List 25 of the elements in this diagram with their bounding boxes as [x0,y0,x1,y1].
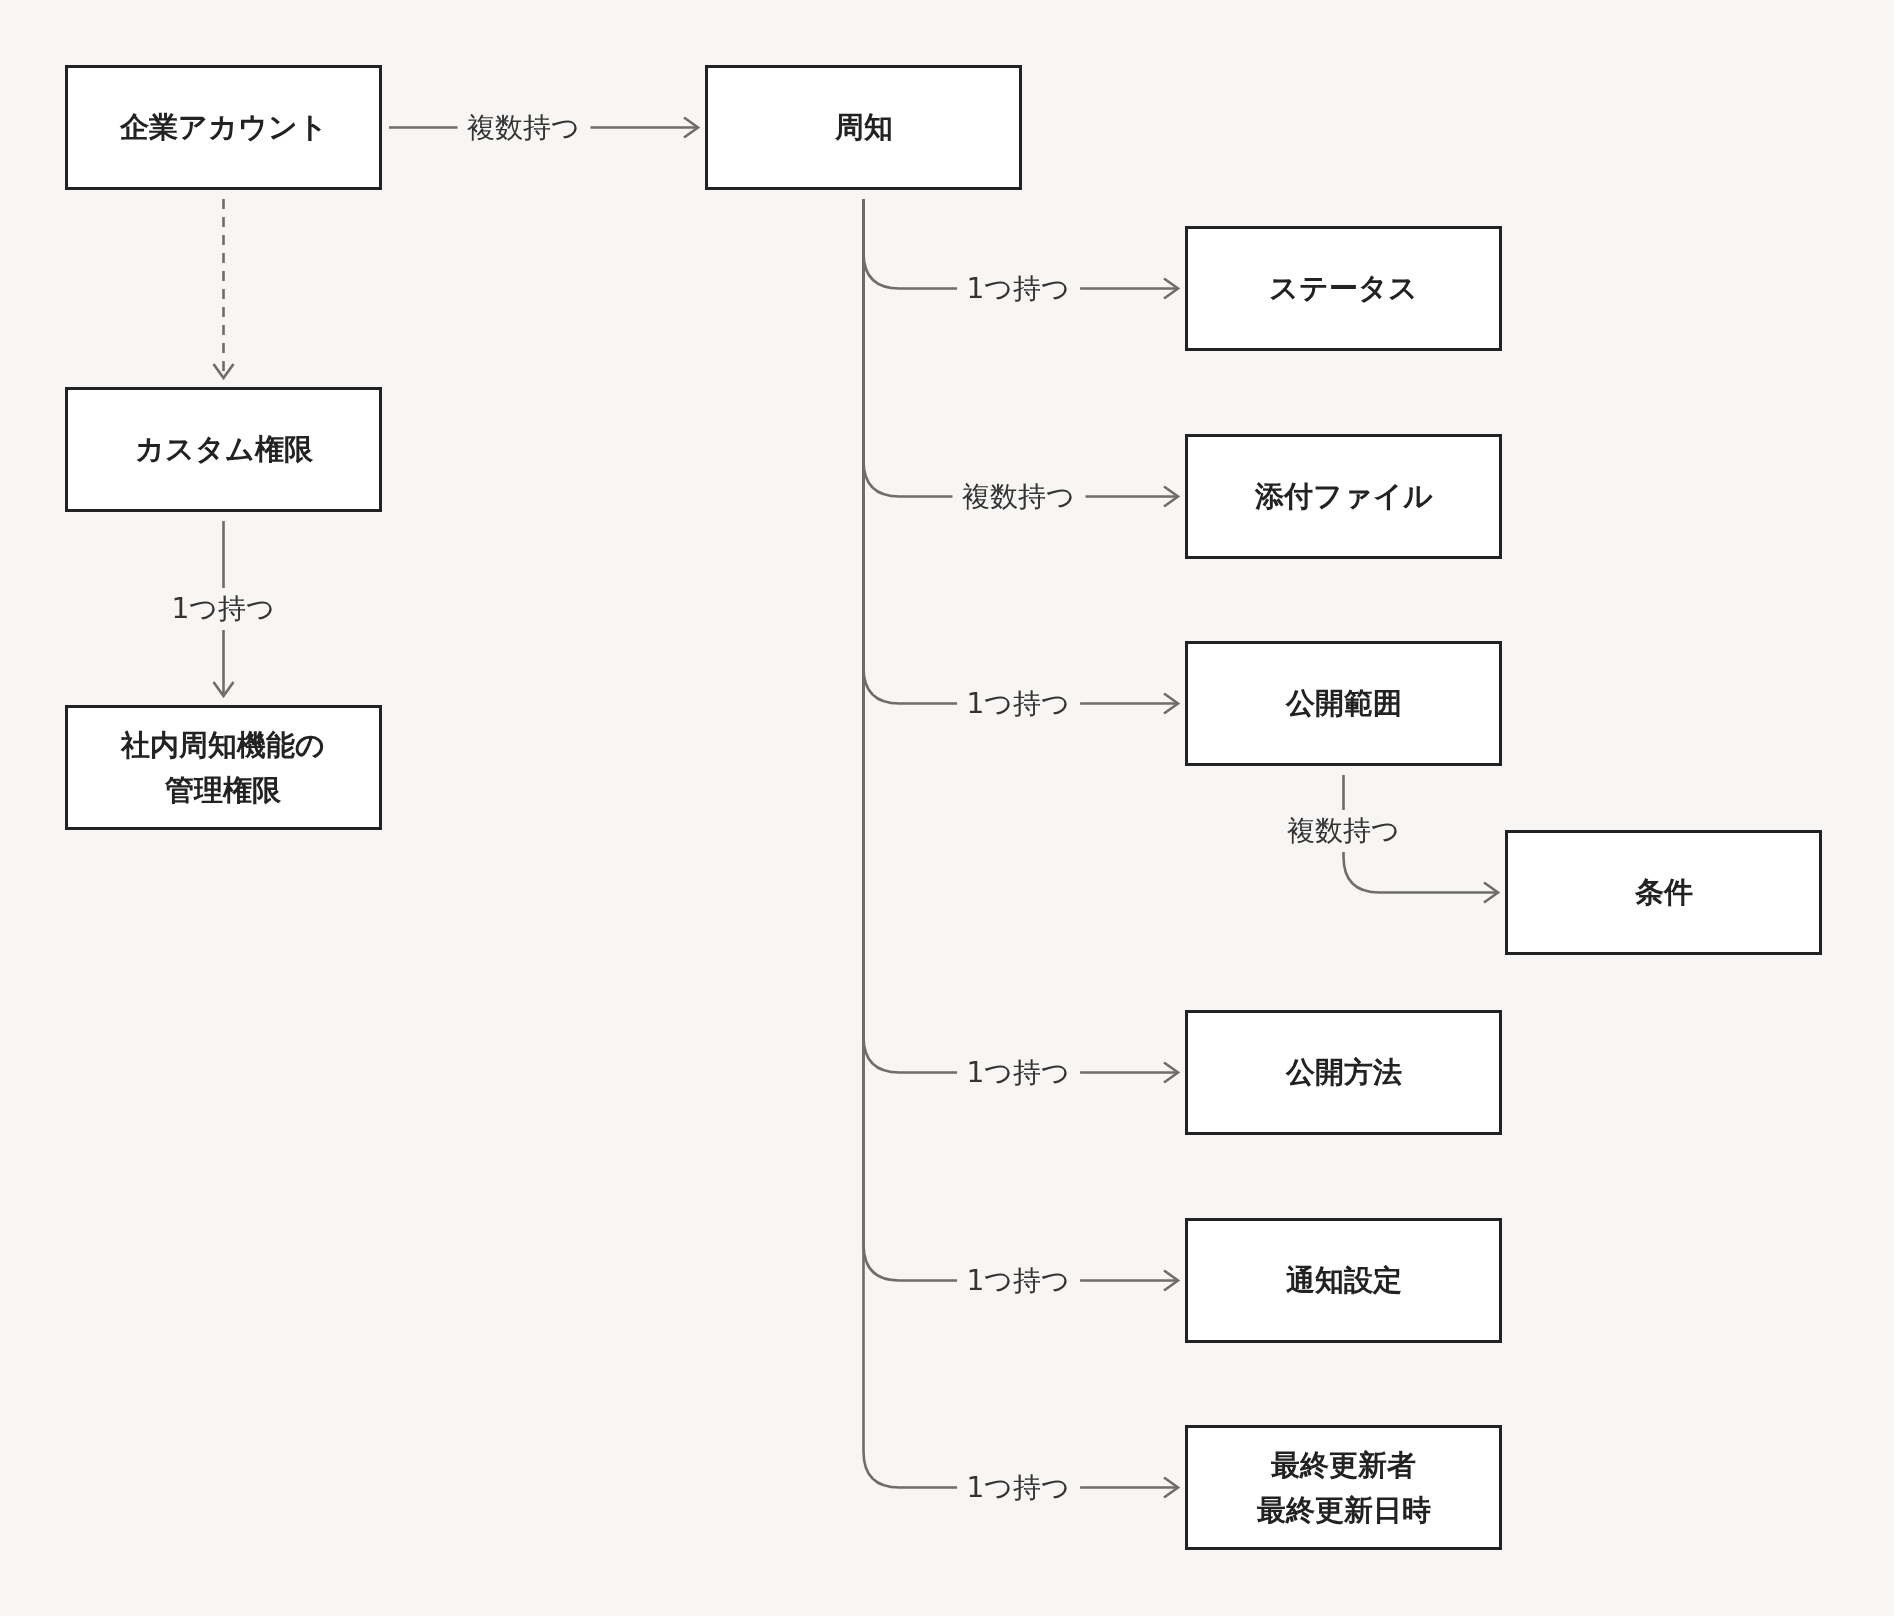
entity-box [65,65,382,190]
entity-box [1185,1010,1502,1135]
box-label: 企業アカウント [119,109,328,147]
box-label: 公開範囲 [1285,685,1402,723]
connector-arrow [862,199,1180,1499]
connector-arrow [212,199,235,380]
box-label: 周知 [834,109,893,147]
box-label: 公開方法 [1285,1054,1402,1092]
entity-box [65,705,382,830]
box-label: 社内周知機能の管理権限 [119,726,327,809]
box-label: 最終更新日時 [1256,1491,1431,1529]
box-label: 条件 [1634,874,1693,912]
entity-box [1185,434,1502,559]
entity-box [705,65,1022,190]
entity-box [65,387,382,512]
entity-box [1185,1425,1502,1550]
entity-box [1185,226,1502,351]
box-label: カスタム権限 [134,431,313,469]
entity-box [1185,641,1502,766]
entity-box [1185,1218,1502,1343]
box-label: 添付ファイル [1254,478,1433,516]
box-label: 通知設定 [1285,1262,1402,1300]
entity-box [1505,830,1822,955]
box-label: ステータス [1269,270,1418,308]
box-label: 最終更新者 [1271,1446,1416,1484]
